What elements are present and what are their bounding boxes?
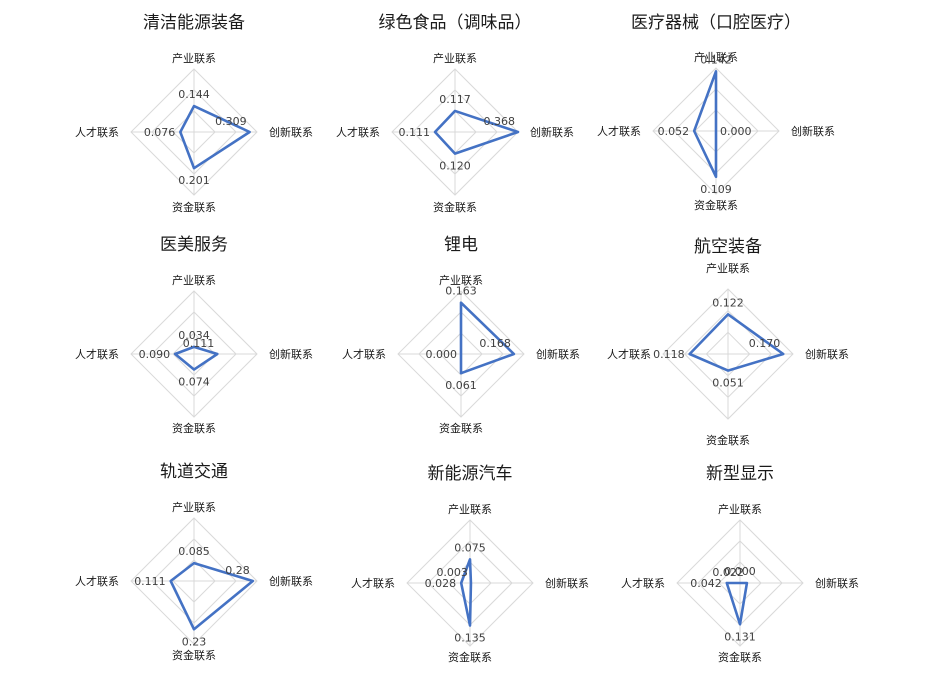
data-label: 0.117 — [439, 93, 471, 106]
axis-label-top: 产业联系 — [433, 51, 477, 65]
axis-label-bottom: 资金联系 — [718, 650, 762, 664]
data-label: 0.122 — [712, 296, 744, 309]
data-label: 0.163 — [445, 285, 477, 298]
data-label: 0.142 — [700, 53, 732, 66]
axis-label-left: 人才联系 — [342, 347, 386, 361]
data-label: 0.309 — [215, 115, 247, 128]
axis-label-top: 产业联系 — [448, 502, 492, 516]
axis-label-bottom: 资金联系 — [706, 433, 750, 447]
axis-label-left: 人才联系 — [75, 125, 119, 139]
axis-label-right: 创新联系 — [269, 125, 313, 139]
axis-label-bottom: 资金联系 — [439, 421, 483, 435]
data-label: 0.034 — [178, 329, 210, 342]
data-label: 0.170 — [749, 337, 781, 350]
axis-label-left: 人才联系 — [75, 347, 119, 361]
data-label: 0.074 — [178, 376, 210, 389]
data-label: 0.118 — [653, 348, 685, 361]
data-label: 0.368 — [484, 115, 516, 128]
axis-label-right: 创新联系 — [545, 576, 589, 590]
axis-label-right: 创新联系 — [536, 347, 580, 361]
chart-title: 轨道交通 — [160, 462, 228, 482]
data-label: 0.028 — [425, 577, 457, 590]
data-label: 0.003 — [436, 566, 468, 579]
data-label: 0.051 — [712, 377, 744, 390]
data-label: 0.109 — [700, 183, 732, 196]
chart-title: 清洁能源装备 — [143, 13, 245, 33]
axis-label-bottom: 资金联系 — [433, 200, 477, 214]
axis-label-top: 产业联系 — [706, 261, 750, 275]
data-label: 0.131 — [724, 630, 756, 643]
data-label: 0.168 — [479, 337, 511, 350]
data-label: 0.111 — [399, 126, 431, 139]
axis-label-bottom: 资金联系 — [172, 648, 216, 662]
data-label: 0.000 — [720, 125, 752, 138]
data-label: 0.000 — [426, 348, 458, 361]
axis-label-left: 人才联系 — [75, 574, 119, 588]
chart-title: 新型显示 — [706, 464, 774, 484]
data-label: 0.201 — [178, 174, 210, 187]
axis-label-bottom: 资金联系 — [172, 421, 216, 435]
data-label: 0.052 — [658, 125, 690, 138]
axis-label-left: 人才联系 — [336, 125, 380, 139]
data-label: 0.061 — [445, 379, 477, 392]
axis-label-bottom: 资金联系 — [172, 200, 216, 214]
data-label: 0.135 — [454, 632, 486, 645]
axis-label-top: 产业联系 — [172, 273, 216, 287]
axis-label-right: 创新联系 — [269, 347, 313, 361]
chart-title: 医美服务 — [160, 235, 228, 255]
axis-label-left: 人才联系 — [351, 576, 395, 590]
data-label: 0.28 — [225, 564, 250, 577]
axis-label-right: 创新联系 — [791, 124, 835, 138]
data-label: 0.090 — [139, 348, 171, 361]
axis-label-top: 产业联系 — [172, 51, 216, 65]
data-label: 0.111 — [134, 575, 166, 588]
axis-label-left: 人才联系 — [607, 347, 651, 361]
axis-label-bottom: 资金联系 — [694, 198, 738, 212]
axis-label-right: 创新联系 — [815, 576, 859, 590]
data-label: 0.075 — [454, 541, 486, 554]
axis-label-left: 人才联系 — [621, 576, 665, 590]
chart-title: 航空装备 — [694, 237, 762, 257]
axis-label-top: 产业联系 — [172, 500, 216, 514]
chart-title: 锂电 — [444, 235, 478, 255]
chart-title: 医疗器械（口腔医疗） — [631, 13, 801, 33]
data-label: 0.111 — [183, 337, 215, 350]
data-label: 0.085 — [178, 545, 210, 558]
chart-title: 新能源汽车 — [428, 464, 513, 484]
chart-title: 绿色食品（调味品） — [379, 13, 532, 33]
data-label: 0.076 — [144, 126, 176, 139]
data-label: 0.000 — [724, 565, 756, 578]
data-label: 0.120 — [439, 160, 471, 173]
axis-label-top: 产业联系 — [439, 273, 483, 287]
data-label: 0.144 — [178, 88, 210, 101]
axis-label-left: 人才联系 — [597, 124, 641, 138]
axis-label-right: 创新联系 — [805, 347, 849, 361]
axis-label-top: 产业联系 — [694, 50, 738, 64]
data-label: 0.022 — [712, 566, 744, 579]
axis-label-bottom: 资金联系 — [448, 650, 492, 664]
axis-label-right: 创新联系 — [530, 125, 574, 139]
axis-label-top: 产业联系 — [718, 502, 762, 516]
axis-label-right: 创新联系 — [269, 574, 313, 588]
series-line — [725, 581, 749, 626]
data-label: 0.23 — [182, 635, 207, 648]
data-label: 0.042 — [690, 577, 722, 590]
